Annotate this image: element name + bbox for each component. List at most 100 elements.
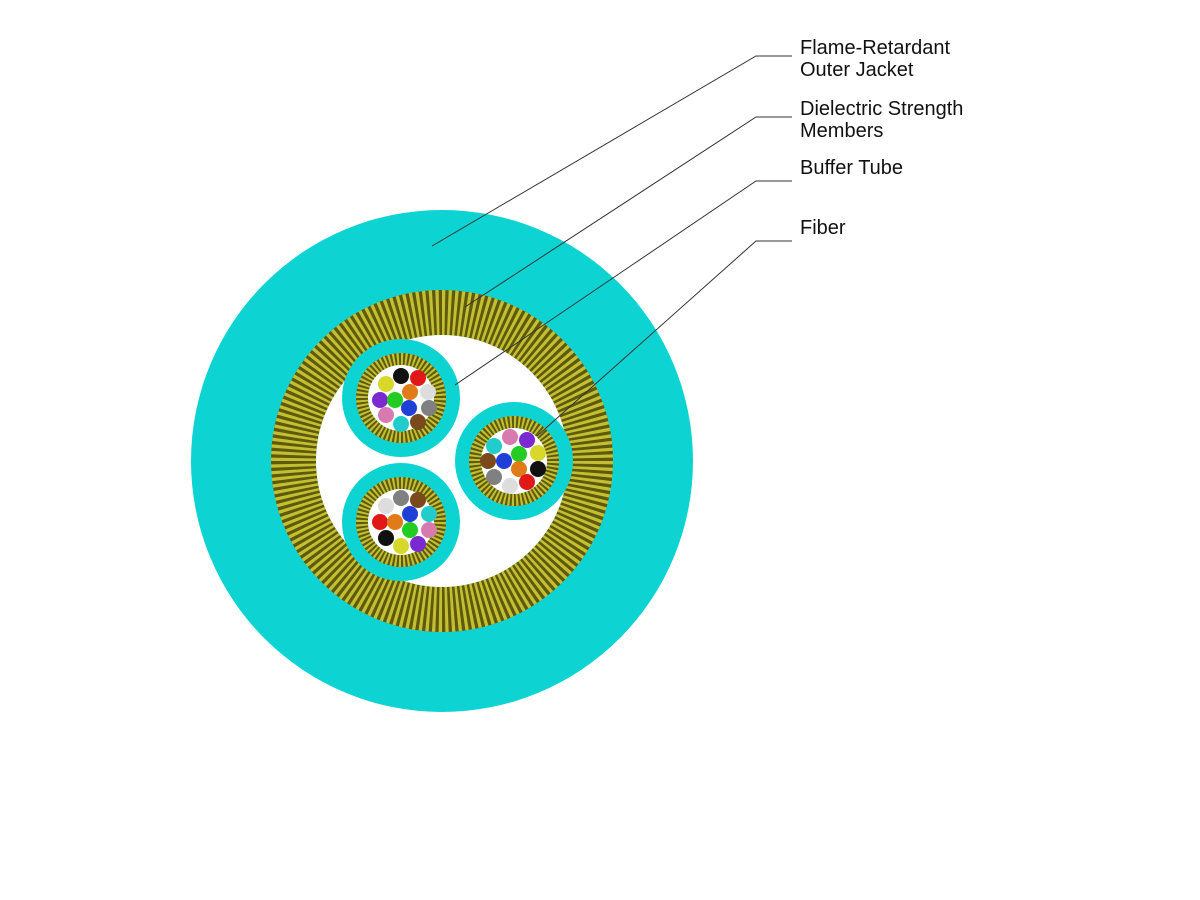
strength-yarn-stripe bbox=[305, 537, 344, 567]
strength-yarn-stripe bbox=[328, 555, 361, 592]
strength-yarn-stripe bbox=[294, 524, 335, 551]
strength-yarn-stripe bbox=[542, 535, 581, 565]
buffer-tube-yarn bbox=[356, 353, 446, 443]
strength-yarn-stripe bbox=[309, 540, 347, 573]
label-fiber-line1: Fiber bbox=[800, 217, 846, 239]
strength-yarn-stripe bbox=[297, 528, 338, 556]
strength-yarn-stripe bbox=[292, 374, 334, 400]
tube-yarn-stripe bbox=[363, 415, 375, 425]
strength-yarn-stripe bbox=[490, 303, 511, 346]
strength-yarn-stripe bbox=[459, 585, 469, 631]
strength-yarn-stripe bbox=[321, 337, 355, 372]
tube-yarn-stripe bbox=[414, 480, 422, 493]
tube-yarn-stripe bbox=[469, 453, 482, 458]
strength-yarn-stripe bbox=[553, 518, 595, 542]
strength-yarn-stripe bbox=[537, 349, 575, 382]
tube-yarn-stripe bbox=[506, 493, 511, 506]
strength-yarn-stripe bbox=[512, 318, 540, 358]
fiber-blue bbox=[402, 506, 418, 522]
strength-yarn-stripe bbox=[499, 308, 523, 350]
fiber-rose bbox=[421, 522, 437, 538]
strength-yarn-stripe bbox=[565, 485, 610, 498]
strength-yarn-stripe bbox=[480, 298, 499, 342]
strength-yarn-stripe bbox=[466, 293, 479, 338]
tube-yarn-stripe bbox=[514, 416, 517, 429]
tube-yarn-stripe bbox=[470, 469, 483, 475]
tube-yarn-stripe bbox=[545, 467, 559, 473]
tube-yarn-stripe bbox=[406, 430, 411, 443]
strength-yarn-stripe bbox=[567, 447, 613, 454]
tube-yarn-stripe bbox=[415, 550, 424, 563]
strength-yarn-stripe bbox=[338, 561, 368, 600]
leader-line-strength bbox=[464, 116, 792, 308]
strength-yarn-stripe bbox=[395, 295, 411, 340]
strength-yarn-stripe bbox=[358, 310, 383, 352]
strength-yarn-stripe bbox=[548, 526, 588, 554]
strength-yarn-stripe bbox=[518, 559, 548, 598]
tube-yarn-stripe bbox=[417, 483, 426, 495]
tube-yarn-stripe bbox=[406, 554, 411, 567]
tube-yarn-stripe bbox=[376, 425, 385, 437]
tube-yarn-stripe bbox=[391, 353, 396, 366]
strength-yarn-stripe bbox=[566, 480, 611, 492]
strength-yarn-stripe bbox=[408, 292, 420, 338]
leader-lines bbox=[431, 55, 792, 437]
strength-yarn-stripe bbox=[545, 531, 585, 559]
label-buffer-tube-line1: Buffer Tube bbox=[800, 157, 904, 179]
label-strength-members-line1: Dielectric Strength bbox=[800, 98, 964, 120]
tube-yarn-stripe bbox=[546, 461, 559, 464]
strength-yarn-stripe bbox=[303, 357, 342, 387]
tube-yarn-stripe bbox=[534, 485, 545, 496]
tube-yarn-stripe bbox=[476, 478, 488, 488]
tube-yarn-stripe bbox=[424, 420, 435, 430]
tube-yarn-stripe bbox=[412, 552, 420, 565]
tube-yarn-stripe bbox=[384, 552, 391, 565]
tube-yarn-stripe bbox=[483, 426, 494, 437]
strength-yarn-stripe bbox=[296, 368, 336, 396]
tube-yarn-stripe bbox=[358, 505, 371, 512]
strength-yarn-stripe bbox=[549, 371, 590, 398]
strength-yarn-stripe bbox=[527, 335, 561, 371]
tube-yarn-stripe bbox=[360, 536, 373, 545]
tube-yarn-stripe bbox=[356, 395, 369, 398]
dielectric-strength-members bbox=[271, 290, 613, 632]
tube-yarn-stripe bbox=[541, 477, 553, 486]
strength-yarn-stripe bbox=[476, 296, 492, 341]
strength-yarn-stripe bbox=[557, 509, 600, 530]
tube-yarn-stripe bbox=[546, 451, 559, 456]
strength-yarn-stripe bbox=[520, 326, 551, 364]
fiber-white bbox=[420, 384, 436, 400]
strength-yarn-stripe bbox=[275, 417, 321, 432]
strength-yarn-stripe bbox=[376, 301, 397, 345]
tube-yarn-stripe bbox=[471, 472, 484, 480]
tube-yarn-stripe bbox=[372, 423, 382, 435]
tube-yarn-stripe bbox=[511, 493, 514, 506]
tube-yarn-stripe bbox=[493, 490, 501, 503]
tube-yarn-stripe bbox=[396, 477, 400, 490]
strength-yarn-stripe bbox=[559, 504, 603, 524]
fiber-yellow bbox=[393, 538, 409, 554]
strength-yarn-stripe bbox=[373, 576, 394, 619]
tube-yarn-stripe bbox=[402, 554, 406, 567]
tube-yarn-stripe bbox=[364, 369, 376, 379]
tube-yarn-stripe bbox=[429, 499, 442, 508]
strength-yarn-stripe bbox=[273, 483, 319, 495]
tube-yarn-stripe bbox=[525, 491, 533, 504]
tube-yarn-stripe bbox=[376, 549, 385, 561]
fiber-brown bbox=[480, 453, 496, 469]
tube-yarn-stripe bbox=[524, 418, 531, 431]
fiber-violet bbox=[410, 536, 426, 552]
strength-yarn-stripe bbox=[271, 444, 317, 452]
tube-yarn-stripe bbox=[520, 416, 526, 430]
strength-yarn-stripe bbox=[382, 299, 401, 343]
buffer-tube-yarn bbox=[356, 477, 446, 567]
strength-yarn-stripe bbox=[355, 569, 381, 611]
tube-yarn-stripe bbox=[471, 444, 484, 451]
tube-yarn-stripe bbox=[378, 357, 387, 370]
fiber-white bbox=[502, 478, 518, 494]
tube-yarn-stripe bbox=[424, 544, 435, 554]
tube-yarn-stripe bbox=[480, 429, 491, 439]
tube-yarn-stripe bbox=[382, 479, 390, 492]
fiber-orange bbox=[511, 461, 527, 477]
